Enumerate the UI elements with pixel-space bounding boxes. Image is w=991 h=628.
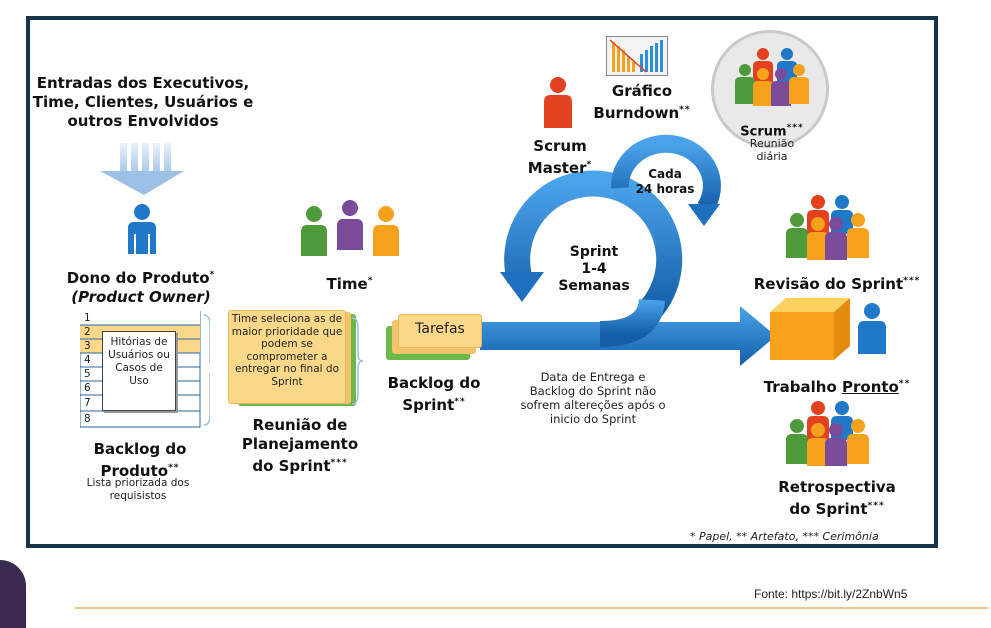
backlog-item-2: 2 xyxy=(84,326,91,338)
sprint-review-label: Revisão do Sprint*** xyxy=(753,275,921,293)
done-person-icon xyxy=(858,303,886,354)
daily-scrum-title: Scrum*** xyxy=(740,123,804,140)
backlog-item-3: 3 xyxy=(84,340,91,352)
sprint-review-people-icon xyxy=(786,195,869,260)
inputs-label: Entradas dos Executivos, Time, Clientes,… xyxy=(32,74,254,130)
footer-line xyxy=(75,607,988,609)
backlog-item-8: 8 xyxy=(84,413,91,425)
team-people-icon xyxy=(301,200,399,256)
done-box-icon xyxy=(770,298,850,360)
retrospective-people-icon xyxy=(786,401,869,466)
product-owner-label: Dono do Produto* (Product Owner) xyxy=(66,269,216,306)
planning-note-text: Time seleciona as de maior prioridade qu… xyxy=(231,313,343,388)
daily-scrum-people-icon xyxy=(735,48,809,106)
backlog-item-7: 7 xyxy=(84,397,91,409)
sprint-cycle-graphic xyxy=(480,134,776,366)
backlog-item-1: 1 xyxy=(84,312,91,324)
arrow-note: Data de Entrega e Backlog do Sprint não … xyxy=(520,370,666,426)
backlog-note xyxy=(102,331,176,411)
planning-note-stack xyxy=(228,310,364,410)
corner-decoration xyxy=(0,560,26,628)
backlog-note-text: Hitórias de Usuários ou Casos de Uso xyxy=(108,336,170,387)
scrum-master-person-icon xyxy=(544,77,572,128)
backlog-item-6: 6 xyxy=(84,382,91,394)
team-label: Time* xyxy=(326,275,374,293)
product-backlog-subtitle: Lista priorizada dos requisistos xyxy=(86,477,190,502)
tasks-card-stack xyxy=(386,312,486,362)
tasks-card-label: Tarefas xyxy=(415,321,465,337)
legend-text: * Papel, ** Artefato, *** Cerimônia xyxy=(690,530,879,543)
product-owner-person-icon xyxy=(128,204,156,254)
planning-bracket xyxy=(351,317,364,405)
source-text: Fonte: https://bit.ly/2ZnbWn5 xyxy=(754,587,908,601)
backlog-item-5: 5 xyxy=(84,368,91,380)
product-backlog-list: 1 2 3 4 5 6 7 8 Hitórias de Usuários ou … xyxy=(80,311,210,428)
inputs-arrows-icon xyxy=(100,143,184,195)
done-label: Trabalho Pronto** xyxy=(763,378,911,396)
burndown-chart-icon xyxy=(606,36,668,76)
backlog-item-4: 4 xyxy=(84,354,91,366)
